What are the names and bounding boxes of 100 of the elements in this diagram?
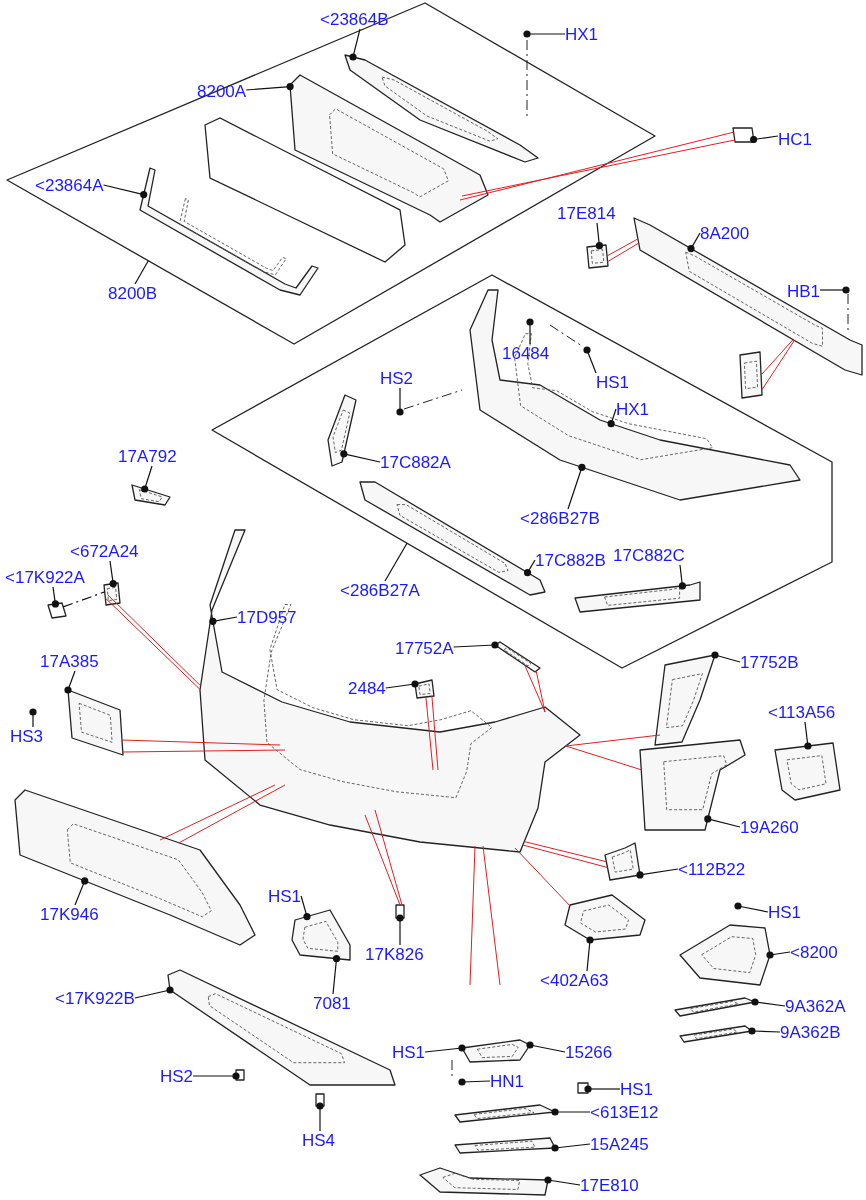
leader-line	[109, 560, 117, 588]
part-number: 17752B	[740, 653, 799, 672]
leader-line	[819, 286, 850, 294]
leader-line	[141, 465, 153, 493]
part-number: <613E12	[590, 1103, 659, 1122]
assembly-line	[514, 847, 571, 907]
part-number: 8A200	[700, 224, 750, 243]
part-number: 9A362B	[780, 1023, 841, 1042]
part-number: 9A362A	[785, 997, 846, 1016]
assembly-line	[606, 242, 640, 263]
assembly-line	[482, 845, 501, 986]
leader-line	[595, 222, 603, 250]
part-number: HB1	[787, 282, 821, 301]
part-number: <113A56	[768, 703, 836, 722]
part-number: 15A245	[590, 1135, 649, 1154]
leader-line	[750, 135, 779, 144]
leader-line	[804, 721, 812, 750]
part-number: <17K922A	[5, 568, 85, 587]
leader-line	[64, 670, 76, 694]
assembly-line	[469, 845, 476, 986]
part-number: <23864A	[35, 176, 104, 195]
assembly-line	[425, 696, 434, 771]
leader-line	[134, 260, 149, 285]
leader-line	[332, 955, 341, 995]
leader-line	[526, 1041, 566, 1053]
assembly-line	[760, 339, 794, 376]
assembly-line	[122, 749, 286, 753]
leader-line	[396, 387, 404, 416]
assembly-line	[606, 238, 639, 257]
assembly-line	[565, 745, 643, 771]
leader-line	[636, 868, 679, 879]
leader-line	[687, 232, 701, 253]
part-number: 17752A	[395, 639, 454, 658]
part-number: 16484	[502, 344, 550, 363]
assembly-line	[565, 734, 661, 747]
leader-line	[766, 951, 791, 959]
part-number: HS1	[620, 1080, 654, 1099]
part-number: <17K922B	[55, 989, 135, 1008]
assembly-line	[374, 809, 403, 906]
part-number: 17C882A	[380, 453, 451, 472]
part-number: <8200	[790, 943, 838, 962]
part-number: 7081	[313, 994, 351, 1013]
part-number: 17E814	[557, 204, 616, 223]
leader-line	[551, 1108, 591, 1116]
leader-line	[316, 1102, 324, 1132]
leader-line	[583, 346, 597, 374]
part-number: HS1	[392, 1043, 426, 1062]
part-number: HS4	[302, 1131, 336, 1150]
part-number: 17K826	[365, 945, 424, 964]
part-number: HX1	[565, 25, 599, 44]
leader-line	[340, 450, 381, 463]
part-number: HN1	[490, 1072, 524, 1091]
leader-line	[458, 1078, 491, 1086]
assembly-line	[524, 664, 546, 713]
leader-line	[523, 559, 536, 577]
part-number: HS2	[160, 1067, 194, 1086]
part-number: HS3	[10, 727, 44, 746]
part-number: 8200B	[108, 284, 158, 303]
assembly-line	[178, 784, 286, 844]
assembly-line	[522, 844, 608, 868]
part-number: 17K946	[40, 905, 99, 924]
leader-line	[586, 936, 594, 972]
part-number: <286B27B	[520, 509, 600, 528]
part-number: 19A260	[740, 818, 799, 837]
assembly-line	[121, 739, 281, 746]
part-number: <112B22	[678, 860, 746, 879]
leader-line	[245, 83, 294, 91]
leader-line	[544, 1176, 581, 1186]
leader-line	[567, 463, 586, 510]
assembly-line	[364, 814, 401, 906]
leader-line	[384, 542, 408, 582]
leader-line	[607, 408, 617, 428]
part-number: HS1	[268, 887, 302, 906]
part-number: 2484	[348, 679, 386, 698]
leader-line	[526, 318, 534, 345]
part-number: HC1	[778, 130, 812, 149]
part-number: <672A24	[70, 542, 139, 561]
part-number: HX1	[616, 400, 650, 419]
leader-line	[678, 564, 686, 590]
part-number: 17A792	[118, 447, 177, 466]
part-number: HS1	[768, 903, 802, 922]
leader-line	[453, 641, 499, 649]
leader-line	[748, 1027, 781, 1035]
leader-line	[734, 902, 769, 913]
leader-line	[51, 586, 59, 608]
part-number: <402A63	[540, 971, 609, 990]
part-number: 17E810	[580, 1176, 639, 1195]
part-number: <286B27A	[340, 581, 420, 600]
leader-line	[424, 1044, 466, 1053]
fastener-axis-line	[62, 591, 106, 608]
part-number: 17A385	[40, 652, 99, 671]
leader-line	[751, 998, 786, 1007]
assembly-line	[431, 695, 439, 771]
part-number: 17C882C	[613, 546, 685, 565]
assembly-line	[159, 784, 276, 841]
leader-line	[523, 30, 566, 38]
part-number: 15266	[565, 1043, 613, 1062]
part-number: HS2	[380, 369, 414, 388]
assembly-line	[461, 139, 736, 197]
assembly-line	[459, 131, 735, 201]
